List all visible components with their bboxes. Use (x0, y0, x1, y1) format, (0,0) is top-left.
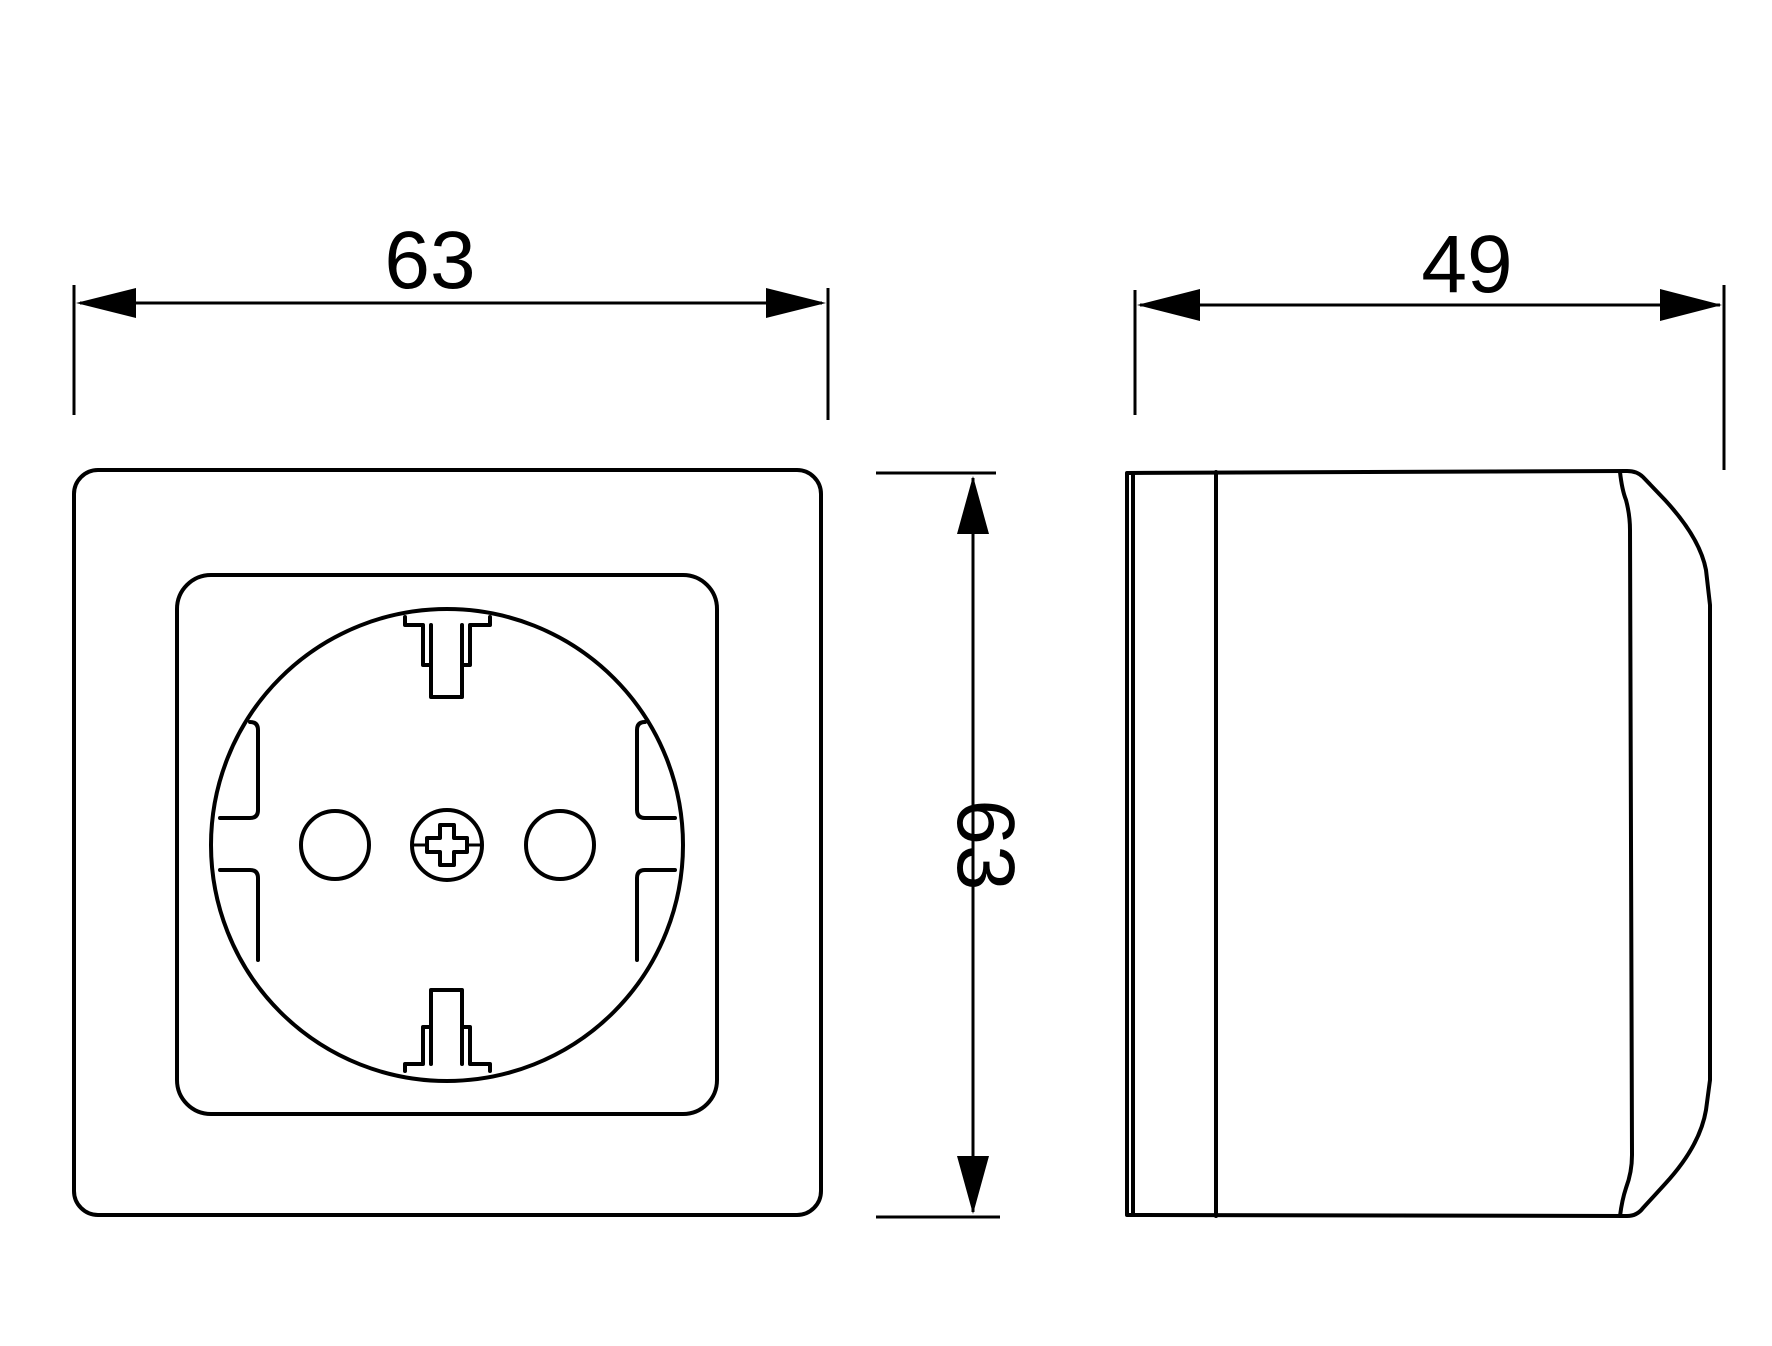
contact-hole-left (299, 809, 371, 881)
inner-rear-contour (1618, 470, 1634, 1218)
side-view (1125, 469, 1712, 1218)
arrow-top (957, 476, 989, 534)
front-width-label: 63 (384, 215, 475, 306)
earthing-clip-bottom (403, 988, 492, 1073)
contact-hole-right (524, 809, 596, 881)
arrow-left (1137, 289, 1200, 321)
guide-notch-left-upper (218, 720, 260, 820)
front-height-dimension: 63 (876, 471, 1031, 1219)
outer-frame (72, 468, 823, 1217)
side-depth-label: 49 (1421, 219, 1512, 310)
side-body-outline (1125, 469, 1712, 1218)
inner-plate (175, 573, 719, 1116)
arrow-right (1660, 289, 1722, 321)
guide-notch-left-lower (218, 868, 260, 962)
front-view (72, 468, 823, 1217)
earthing-clip-top (403, 615, 492, 699)
front-height-label: 63 (940, 799, 1031, 890)
side-depth-dimension: 49 (1133, 219, 1726, 470)
arrow-right (766, 288, 826, 318)
socket-recess (209, 607, 685, 1083)
guide-notch-right-upper (635, 720, 677, 820)
arrow-left (76, 288, 136, 318)
guide-notch-right-lower (635, 868, 677, 962)
front-width-dimension: 63 (72, 215, 830, 420)
arrow-bottom (957, 1156, 989, 1214)
center-screw-icon (410, 808, 484, 882)
